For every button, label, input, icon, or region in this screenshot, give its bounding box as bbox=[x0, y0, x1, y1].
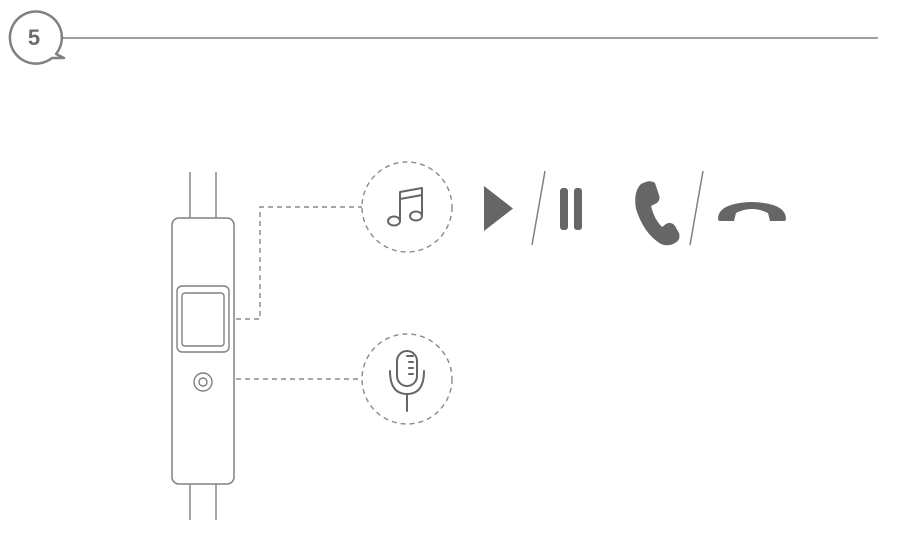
microphone-hole bbox=[193, 372, 213, 392]
slash-divider bbox=[531, 170, 546, 246]
slash-divider bbox=[689, 170, 704, 246]
cable bbox=[189, 172, 217, 520]
step-badge bbox=[8, 10, 66, 65]
button-callout-line bbox=[236, 206, 362, 320]
play-icon bbox=[484, 186, 513, 231]
play-pause-group bbox=[484, 170, 582, 246]
call-group bbox=[635, 170, 786, 246]
music-note-icon bbox=[387, 187, 423, 227]
step-header: 5 bbox=[8, 10, 878, 65]
pause-icon bbox=[560, 188, 582, 230]
phone-answer-icon bbox=[635, 181, 680, 246]
music-callout bbox=[361, 161, 453, 253]
microphone-callout bbox=[361, 333, 453, 425]
multifunction-button[interactable] bbox=[176, 285, 230, 353]
step-number: 5 bbox=[28, 25, 40, 50]
microphone-icon bbox=[389, 350, 425, 412]
phone-hangup-icon bbox=[718, 202, 786, 221]
